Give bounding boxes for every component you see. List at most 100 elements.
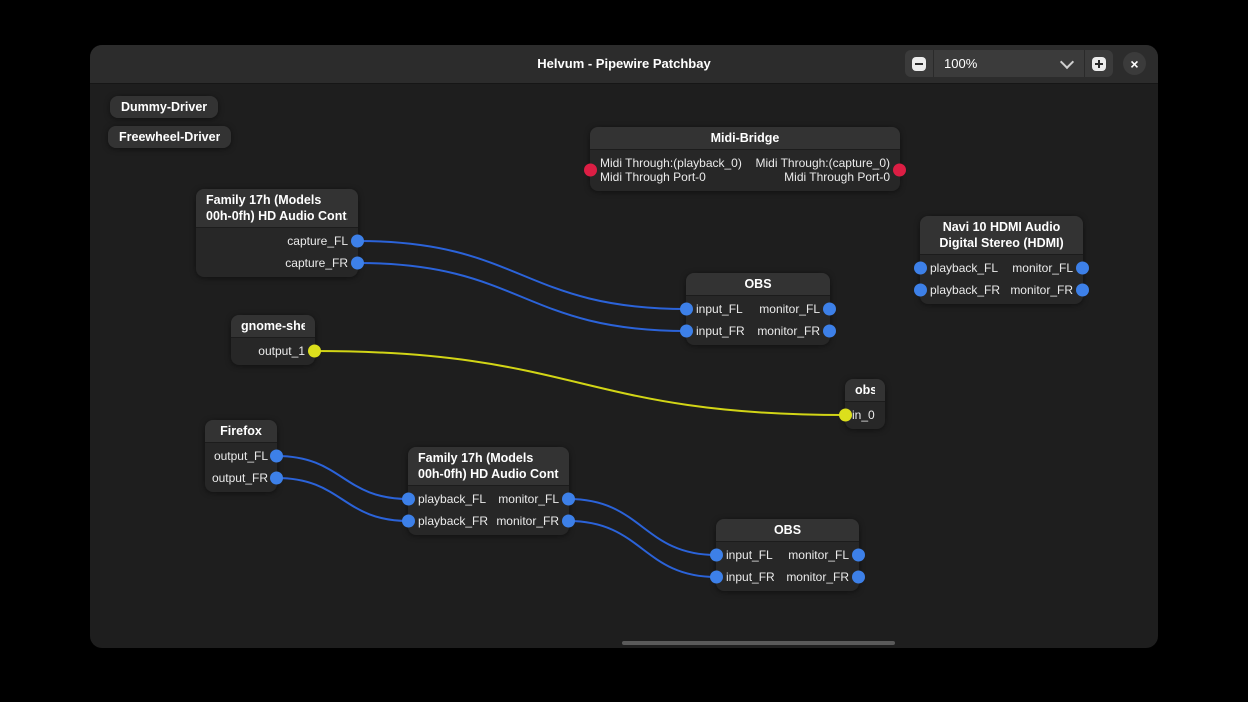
- port-dot-capture_FR[interactable]: [351, 256, 364, 270]
- port-label-output_FR: output_FR: [211, 471, 268, 485]
- port-label-output_1: output_1: [258, 344, 305, 358]
- port-row: playback_FR monitor_FR: [402, 510, 575, 532]
- port-dot-monitor_FR[interactable]: [562, 514, 575, 528]
- separator: [1084, 50, 1085, 77]
- port-row: playback_FL monitor_FL: [914, 257, 1089, 279]
- port-label-input_FL: input_FL: [726, 548, 773, 562]
- node-gnome-shell[interactable]: gnome-shell output_1: [231, 315, 321, 365]
- port-dot-output_1[interactable]: [308, 344, 321, 358]
- node-obs-mini[interactable]: obs in_0: [839, 379, 885, 429]
- zoom-level-value[interactable]: 100%: [944, 56, 978, 71]
- wire-firefox.output_FR-to-family-bottom.playback_FR[interactable]: [276, 477, 409, 522]
- port-dot-midi-in[interactable]: [584, 163, 597, 177]
- titlebar-controls: 100% ×: [905, 50, 1146, 77]
- node-title: Firefox: [205, 420, 277, 443]
- port-dot-input_FL[interactable]: [710, 548, 723, 562]
- port-label-monitor_FL: monitor_FL: [498, 492, 559, 506]
- port-label-playback_FL: playback_FL: [418, 492, 487, 506]
- node-body: playback_FL monitor_FL playback_FR monitor_…: [914, 255, 1089, 304]
- port-dot-playback_FL[interactable]: [914, 261, 927, 275]
- port-dot-input_FL[interactable]: [680, 302, 693, 316]
- node-body: output_FL output_FR: [205, 443, 283, 492]
- port-label-playback_FR: playback_FR: [930, 283, 1001, 297]
- port-dot-midi-out[interactable]: [893, 163, 906, 177]
- zoom-out-icon: [912, 56, 926, 71]
- zoom-out-button[interactable]: [905, 50, 933, 77]
- port-label-monitor_FR: monitor_FR: [757, 324, 820, 338]
- port-row: input_FL monitor_FL: [680, 298, 836, 320]
- port-label-monitor_FR: monitor_FR: [496, 514, 559, 528]
- port-dot-capture_FL[interactable]: [351, 234, 364, 248]
- node-body: output_1: [231, 338, 321, 365]
- wire-gnome-shell.output_1-to-obs-mini.in_0[interactable]: [314, 350, 846, 416]
- port-dot-monitor_FR[interactable]: [1076, 283, 1089, 297]
- port-label-capture_FL: capture_FL: [287, 234, 348, 248]
- port-dot-output_FL[interactable]: [270, 449, 283, 463]
- port-dot-monitor_FL[interactable]: [1076, 261, 1089, 275]
- port-row: input_FR monitor_FR: [680, 320, 836, 342]
- port-label-input_FR: input_FR: [696, 324, 745, 338]
- node-body: capture_FL capture_FR: [196, 228, 364, 277]
- port-dot-monitor_FR[interactable]: [852, 570, 865, 584]
- node-body: input_FL monitor_FL input_FR monitor_FR: [680, 296, 836, 345]
- node-title: obs: [845, 379, 885, 402]
- port-dot-monitor_FL[interactable]: [852, 548, 865, 562]
- zoom-control: 100%: [905, 50, 1113, 77]
- wire-firefox.output_FL-to-family-bottom.playback_FL[interactable]: [276, 455, 409, 500]
- port-label-input_FR: input_FR: [726, 570, 775, 584]
- wire-family-top.capture_FL-to-obs-top.input_FL[interactable]: [357, 240, 687, 310]
- chevron-down-icon[interactable]: [1059, 54, 1075, 69]
- port-label-playback_FR: playback_FR: [418, 514, 489, 528]
- node-body: playback_FL monitor_FL playback_FR monitor_…: [402, 486, 575, 535]
- close-button[interactable]: ×: [1123, 52, 1146, 75]
- wire-family-bottom.monitor_FR-to-obs-bottom.input_FR[interactable]: [568, 520, 717, 578]
- port-label-monitor_FL: monitor_FL: [1012, 261, 1073, 275]
- titlebar[interactable]: Helvum - Pipewire Patchbay 100% ×: [90, 45, 1158, 84]
- port-row: output_FL: [205, 445, 283, 467]
- port-dot-playback_FR[interactable]: [402, 514, 415, 528]
- port-label-playback_FL: playback_FL: [930, 261, 999, 275]
- port-dot-playback_FL[interactable]: [402, 492, 415, 506]
- port-row: Midi Through:(playback_0)Midi Through Po…: [584, 152, 906, 188]
- wire-family-top.capture_FR-to-obs-top.input_FR[interactable]: [357, 262, 687, 332]
- zoom-in-button[interactable]: [1085, 50, 1113, 77]
- port-label-input_FL: input_FL: [696, 302, 743, 316]
- horizontal-scrollbar-thumb[interactable]: [622, 641, 895, 645]
- port-row: output_1: [231, 340, 321, 362]
- port-dot-monitor_FL[interactable]: [823, 302, 836, 316]
- port-dot-monitor_FL[interactable]: [562, 492, 575, 506]
- node-body: in_0: [839, 402, 885, 429]
- port-dot-input_FR[interactable]: [680, 324, 693, 338]
- wire-family-bottom.monitor_FL-to-obs-bottom.input_FL[interactable]: [568, 498, 717, 556]
- port-dot-playback_FR[interactable]: [914, 283, 927, 297]
- node-freewheel-driver[interactable]: Freewheel-Driver: [108, 126, 232, 148]
- port-dot-monitor_FR[interactable]: [823, 324, 836, 338]
- node-dummy-driver[interactable]: Dummy-Driver: [110, 96, 219, 118]
- port-row: capture_FR: [196, 252, 364, 274]
- port-label-in_0: in_0: [852, 408, 875, 422]
- port-dot-input_FR[interactable]: [710, 570, 723, 584]
- port-row: in_0: [839, 404, 885, 426]
- port-label-monitor_FL: monitor_FL: [759, 302, 820, 316]
- node-title: gnome-shell: [231, 315, 315, 338]
- port-label-monitor_FR: monitor_FR: [1010, 283, 1073, 297]
- node-title: Midi-Bridge: [590, 127, 900, 150]
- port-row: capture_FL: [196, 230, 364, 252]
- port-row: playback_FR monitor_FR: [914, 279, 1089, 301]
- port-dot-in_0[interactable]: [839, 408, 852, 422]
- close-icon: ×: [1130, 55, 1139, 72]
- node-body: Midi Through:(playback_0)Midi Through Po…: [584, 150, 906, 191]
- port-dot-output_FR[interactable]: [270, 471, 283, 485]
